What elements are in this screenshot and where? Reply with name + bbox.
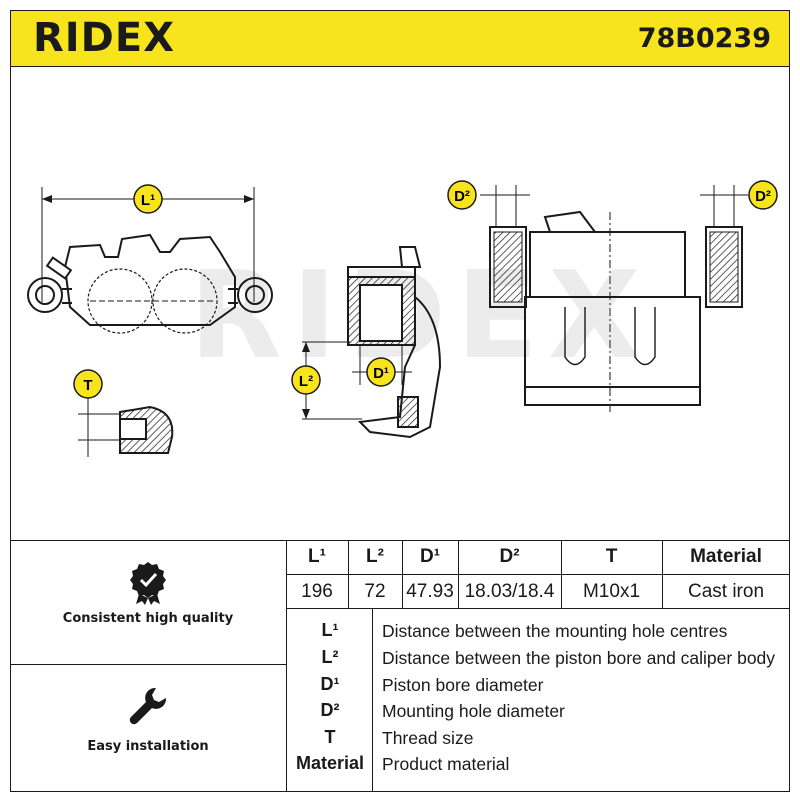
dim-label-l2-text: L² <box>299 373 313 390</box>
dim-label-t-text: T <box>83 377 92 394</box>
spec-value-d2: 18.03/18.4 <box>464 581 555 602</box>
legend-code: L¹ <box>321 620 339 640</box>
dim-label-l1-text: L¹ <box>141 192 155 209</box>
caliper-section-view <box>302 246 442 439</box>
spec-header-d2: D² <box>499 546 520 567</box>
legend-desc: Thread size <box>382 728 474 748</box>
spec-header-l1: L¹ <box>308 546 326 567</box>
legend-desc: Distance between the mounting hole centr… <box>382 621 728 641</box>
wrench-icon <box>129 687 167 725</box>
spec-value-l2: 72 <box>364 581 386 602</box>
legend-code: T <box>324 727 336 747</box>
legend-desc: Mounting hole diameter <box>382 701 565 721</box>
product-frame <box>10 67 790 792</box>
feature-installation: Easy installation <box>10 684 286 754</box>
spec-header-d1: D¹ <box>419 546 441 567</box>
thread-detail <box>78 397 174 457</box>
legend-code: Material <box>295 753 365 773</box>
header-banner: RIDEX 78B0239 <box>10 10 790 67</box>
part-number: 78B0239 <box>637 23 771 54</box>
dim-label-d2-right-text: D² <box>755 188 771 205</box>
feature-label: Easy installation <box>87 739 209 754</box>
brand-logo: RIDEX <box>33 15 176 61</box>
legend-desc: Piston bore diameter <box>382 675 544 695</box>
quality-badge-icon <box>130 562 166 605</box>
spec-header-material: Material <box>690 546 762 567</box>
spec-value-material: Cast iron <box>687 581 765 602</box>
spec-value-t: M10x1 <box>582 581 641 602</box>
caliper-front-view <box>27 187 273 334</box>
legend-code: L² <box>321 647 339 667</box>
legend-desc: Product material <box>382 754 510 774</box>
spec-section: Consistent high quality Easy installatio… <box>10 540 790 792</box>
caliper-top-view <box>480 185 748 412</box>
feature-quality: Consistent high quality <box>10 560 286 626</box>
legend-desc: Distance between the piston bore and cal… <box>382 648 776 668</box>
caliper-technical-drawing: RIDEX L¹ T <box>27 180 778 457</box>
spec-header-t: T <box>605 546 618 567</box>
spec-header-l2: L² <box>366 546 384 567</box>
dim-label-d2-left-text: D² <box>454 188 470 205</box>
legend-code: D² <box>320 700 340 720</box>
spec-value-l1: 196 <box>301 581 333 602</box>
dim-label-d1-text: D¹ <box>373 365 389 382</box>
legend-code: D¹ <box>320 674 340 694</box>
spec-value-d1: 47.93 <box>406 581 454 602</box>
feature-label: Consistent high quality <box>62 611 234 626</box>
